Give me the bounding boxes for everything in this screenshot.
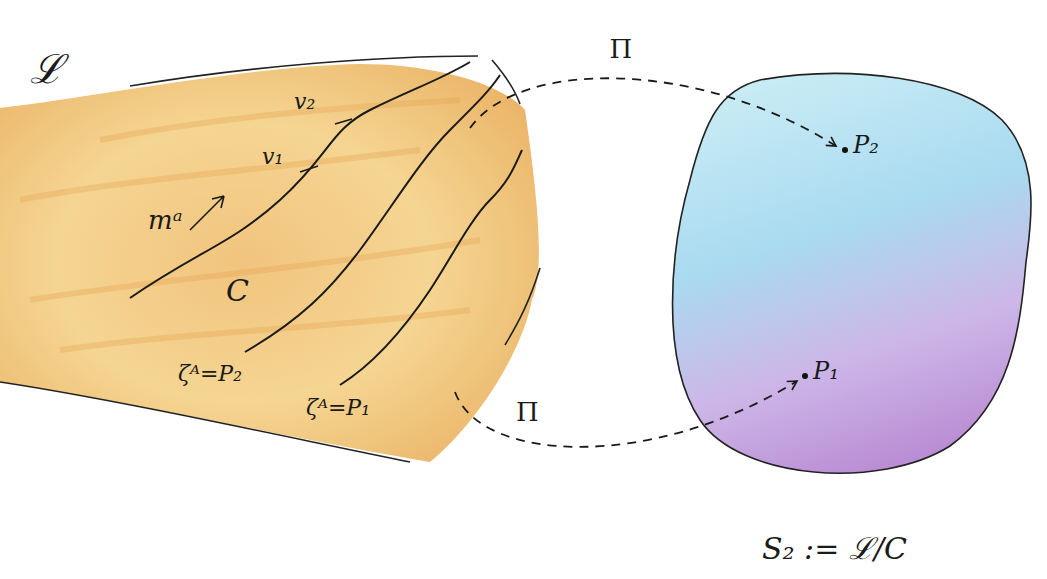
point-label: P₁ — [813, 358, 839, 384]
parameter-label: v₂ — [294, 90, 315, 114]
manifold-region: ℒ — [0, 55, 540, 465]
point-label: P₂ — [853, 132, 879, 158]
manifold-region — [0, 64, 539, 462]
fibre-curve — [245, 75, 500, 352]
tick-mark — [300, 119, 352, 172]
fibre-curve — [130, 62, 470, 298]
fibre-curve — [340, 150, 522, 385]
vector-label: mᵃ — [148, 206, 182, 235]
point-dot — [802, 373, 808, 379]
region-outline — [0, 56, 540, 462]
congruence-label: C — [226, 274, 249, 307]
map-label: Π — [513, 399, 542, 425]
parameter-label: v₁ — [262, 145, 283, 169]
fibre-label: ζᴬ=P₁ — [306, 396, 370, 420]
quotient-region — [673, 74, 1032, 474]
map-label: Π — [606, 36, 635, 62]
manifold-symbol: ℒ — [30, 47, 63, 91]
quotient-definition: S₂ := ℒ/C — [762, 532, 907, 565]
point-dot — [842, 147, 848, 153]
fibre-label: ζᴬ=P₂ — [178, 362, 242, 386]
projection-arrow — [470, 78, 836, 146]
quotient-region: P₂P₁S₂ := ℒ/C — [665, 70, 1035, 490]
direction-arrow — [190, 196, 224, 230]
projection-arrow — [455, 381, 797, 447]
